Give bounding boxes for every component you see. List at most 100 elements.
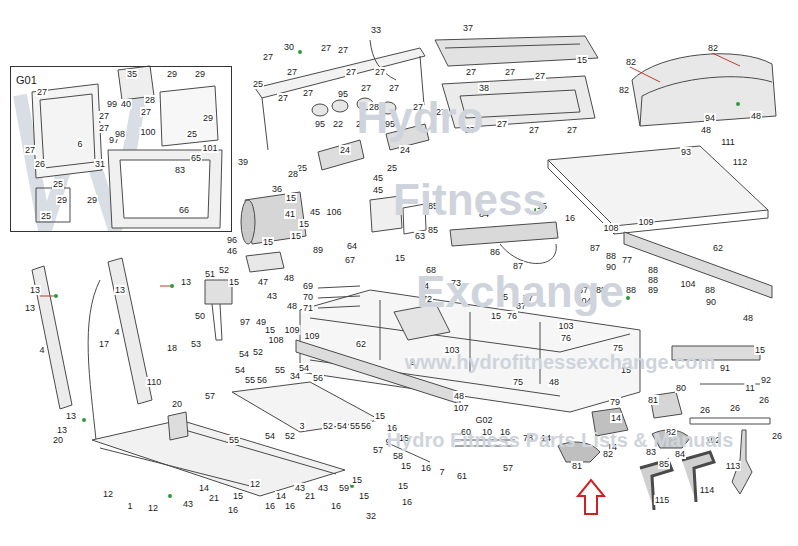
callout-number: 27: [98, 111, 110, 121]
callout-number: 109: [283, 325, 300, 335]
callout-number: 20: [171, 399, 183, 409]
callout-number: 27: [302, 88, 314, 98]
callout-number: 100: [139, 127, 156, 137]
callout-number: 16: [284, 501, 296, 511]
callout-number: 27: [320, 43, 332, 53]
callout-number: 43: [182, 499, 194, 509]
callout-number: 25: [252, 79, 264, 89]
callout-number: 101: [201, 143, 218, 153]
callout-number: 92: [760, 375, 772, 385]
callout-number: 52: [252, 347, 264, 357]
callout-number: 107: [452, 403, 469, 413]
callout-number: 109: [637, 217, 654, 227]
callout-number: 52: [284, 431, 296, 441]
callout-number: 13: [180, 277, 192, 287]
callout-number: 106: [325, 207, 342, 217]
callout-number: 67: [344, 255, 356, 265]
callout-number: 115: [654, 495, 670, 505]
callout-number: 37: [462, 23, 474, 33]
watermark: Fitness: [393, 175, 547, 225]
callout-number: 24: [339, 145, 351, 155]
callout-number: 22: [332, 119, 344, 129]
callout-number: 98: [114, 129, 126, 139]
callout-number: 97: [239, 317, 251, 327]
callout-number: 54: [298, 363, 310, 373]
callout-number: 14: [275, 491, 287, 501]
callout-number: 91: [719, 363, 731, 373]
callout-number: 56: [312, 373, 324, 383]
callout-number: 27: [277, 93, 289, 103]
callout-number: 30: [283, 42, 295, 52]
callout-number: 29: [202, 113, 214, 123]
callout-number: 85: [658, 459, 670, 469]
callout-number: 29: [166, 69, 178, 79]
callout-number: 27: [465, 67, 477, 77]
callout-number: 32: [365, 511, 377, 521]
callout-number: 36: [271, 184, 283, 194]
callout-number: 33: [370, 25, 382, 35]
callout-number: 15: [290, 231, 302, 241]
callout-number: 27: [534, 71, 546, 81]
callout-number: 54: [234, 365, 246, 375]
callout-number: 57: [502, 463, 514, 473]
callout-number: 75: [512, 377, 524, 387]
callout-number: 55: [228, 435, 240, 445]
callout-number: 15: [351, 475, 363, 485]
callout-number: 95: [314, 119, 326, 129]
callout-number: 61: [456, 471, 468, 481]
callout-number: 85: [427, 225, 439, 235]
callout-number: 17: [98, 339, 110, 349]
callout-number: 59: [338, 483, 350, 493]
callout-number: 13: [29, 285, 41, 295]
callout-number: 45: [309, 207, 321, 217]
callout-number: 82: [618, 85, 630, 95]
callout-number: 81: [647, 395, 659, 405]
callout-number: 48: [548, 377, 560, 387]
callout-number: 15: [397, 481, 409, 491]
callout-number: 38: [478, 83, 490, 93]
callout-number: 26: [729, 403, 741, 413]
callout-number: 35: [126, 69, 138, 79]
callout-number: 82: [625, 57, 637, 67]
callout-number: 27: [98, 123, 110, 133]
callout-number: 28: [287, 169, 299, 179]
callout-number: 43: [266, 291, 278, 301]
callout-number: 12: [249, 479, 261, 489]
watermark: Hydro: [356, 93, 483, 143]
callout-number: 48: [453, 391, 465, 401]
callout-number: 51: [204, 269, 216, 279]
callout-number: 58: [392, 451, 404, 461]
callout-number: 20: [52, 435, 64, 445]
callout-number: 16: [227, 505, 239, 515]
callout-number: 112: [732, 157, 748, 167]
callout-number: 16: [401, 497, 413, 507]
callout-number: 57: [372, 445, 384, 455]
callout-number: 88: [704, 285, 716, 295]
callout-number: 108: [267, 335, 284, 345]
callout-number: 111: [720, 137, 736, 147]
callout-number: 46: [226, 246, 238, 256]
callout-number: 12: [147, 503, 159, 513]
callout-number: 103: [557, 321, 574, 331]
callout-number: 25: [40, 211, 52, 221]
callout-number: 55: [244, 375, 256, 385]
callout-number: 62: [355, 339, 367, 349]
callout-number: G02: [474, 415, 493, 425]
callout-number: 27: [360, 83, 372, 93]
watermark: www.hydrofitnessexchange.com: [405, 351, 715, 374]
callout-number: 50: [194, 311, 206, 321]
callout-number: 31: [94, 159, 106, 169]
callout-number: 108: [602, 223, 619, 233]
callout-number: 48: [286, 301, 298, 311]
callout-number: 43: [317, 483, 329, 493]
callout-number: 16: [264, 501, 276, 511]
callout-number: 89: [312, 245, 324, 255]
callout-number: 93: [680, 147, 692, 157]
callout-number: 71: [302, 303, 314, 313]
callout-number: 27: [388, 83, 400, 93]
callout-number: 15: [394, 253, 406, 263]
callout-number: 88: [647, 275, 659, 285]
callout-number: 40: [120, 99, 132, 109]
callout-number: 27: [286, 67, 298, 77]
